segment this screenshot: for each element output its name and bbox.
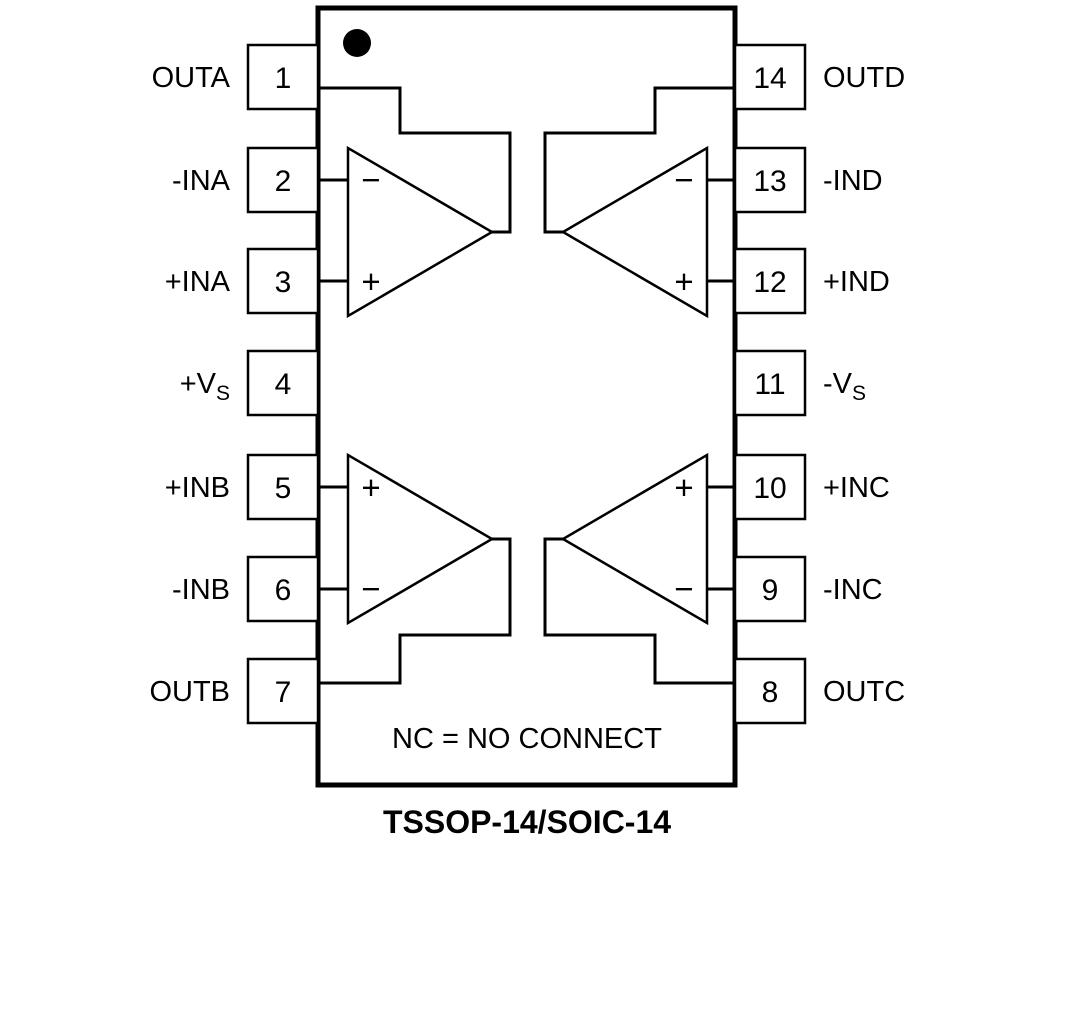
pin-10: 10 +INC (733, 453, 890, 521)
opamp-c: + − (560, 452, 735, 626)
pin-number: 4 (275, 368, 292, 401)
pin-label-subscript: S (852, 382, 866, 405)
pin-label-main: -V (823, 368, 853, 400)
pin-box (733, 247, 807, 315)
pin-box (733, 349, 807, 417)
opamp-c-plus-sign: + (674, 469, 693, 506)
pin-number: 6 (275, 574, 292, 607)
pin-label: OUTC (823, 676, 905, 708)
opamp-a-triangle (346, 145, 495, 319)
opamp-d: − + (560, 145, 735, 319)
pin-label: OUTB (149, 676, 230, 708)
pin-1: 1 OUTA (152, 43, 320, 111)
opamp-d-triangle (560, 145, 709, 319)
pin-3: 3 +INA (165, 247, 320, 315)
pin-label: -INA (172, 165, 231, 197)
pin-number: 1 (275, 62, 292, 95)
pin-box (733, 657, 807, 725)
pin-label: -INB (172, 574, 230, 606)
pin-number: 9 (762, 574, 779, 607)
opamp-c-minus-sign: − (674, 570, 693, 607)
pin-number: 2 (275, 165, 292, 198)
pin-9: 9 -INC (733, 555, 883, 623)
pin-label: -INC (823, 574, 883, 606)
pin-13: 13 -IND (733, 146, 883, 214)
pin-label: OUTD (823, 62, 905, 94)
pin-number: 14 (753, 62, 786, 95)
pin-8: 8 OUTC (733, 657, 905, 725)
pin-box (733, 146, 807, 214)
ic-body (315, 5, 738, 788)
pin1-indicator-dot (343, 29, 371, 57)
pin-11: 11 -VS (733, 349, 866, 417)
pin-number: 11 (754, 368, 785, 401)
pin-number: 8 (762, 676, 779, 709)
pin-box (246, 247, 320, 315)
pin-box (246, 453, 320, 521)
wire-outc (543, 537, 735, 685)
pin-2: 2 -INA (172, 146, 320, 214)
wire-outd (543, 86, 735, 234)
pin-label-subscript: S (216, 382, 230, 405)
pin-box (246, 43, 320, 111)
opamp-b-minus-sign: − (361, 570, 380, 607)
wire-outa (318, 86, 512, 234)
pin-number: 5 (275, 472, 292, 505)
pin-number: 10 (753, 472, 786, 505)
pin-5: 5 +INB (165, 453, 320, 521)
opamp-b-plus-sign: + (361, 469, 380, 506)
opamp-b-triangle (346, 452, 495, 626)
package-caption: TSSOP-14/SOIC-14 (383, 804, 671, 840)
opamp-c-triangle (560, 452, 709, 626)
pin-label: +INA (165, 266, 231, 298)
pin-label: +IND (823, 266, 890, 298)
opamp-a-plus-sign: + (361, 263, 380, 300)
pin-label: -VS (823, 368, 866, 405)
pin-label: +INC (823, 472, 890, 504)
pin-box (246, 349, 320, 417)
pin-box (246, 555, 320, 623)
pin-7: 7 OUTB (149, 657, 320, 725)
wire-outb (318, 537, 512, 685)
pin-12: 12 +IND (733, 247, 890, 315)
pin-label: +VS (180, 368, 230, 405)
pin-number: 7 (275, 676, 292, 709)
opamp-d-plus-sign: + (674, 263, 693, 300)
pin-6: 6 -INB (172, 555, 320, 623)
pin-label: +INB (165, 472, 230, 504)
pin-box (733, 43, 807, 111)
pin-14: 14 OUTD (733, 43, 905, 111)
pin-4: 4 +VS (180, 349, 320, 417)
pin-number: 3 (275, 266, 292, 299)
pin-label: -IND (823, 165, 883, 197)
pin-label: OUTA (152, 62, 231, 94)
opamp-a: − + (318, 145, 495, 319)
pin-box (733, 555, 807, 623)
pin-box (246, 146, 320, 214)
pin-box (733, 453, 807, 521)
pin-box (246, 657, 320, 725)
nc-note: NC = NO CONNECT (392, 723, 662, 755)
opamp-b: + − (318, 452, 495, 626)
opamp-a-minus-sign: − (361, 161, 380, 198)
pin-label-main: +V (180, 368, 217, 400)
opamp-d-minus-sign: − (674, 161, 693, 198)
pin-number: 13 (753, 165, 786, 198)
pin-number: 12 (753, 266, 786, 299)
